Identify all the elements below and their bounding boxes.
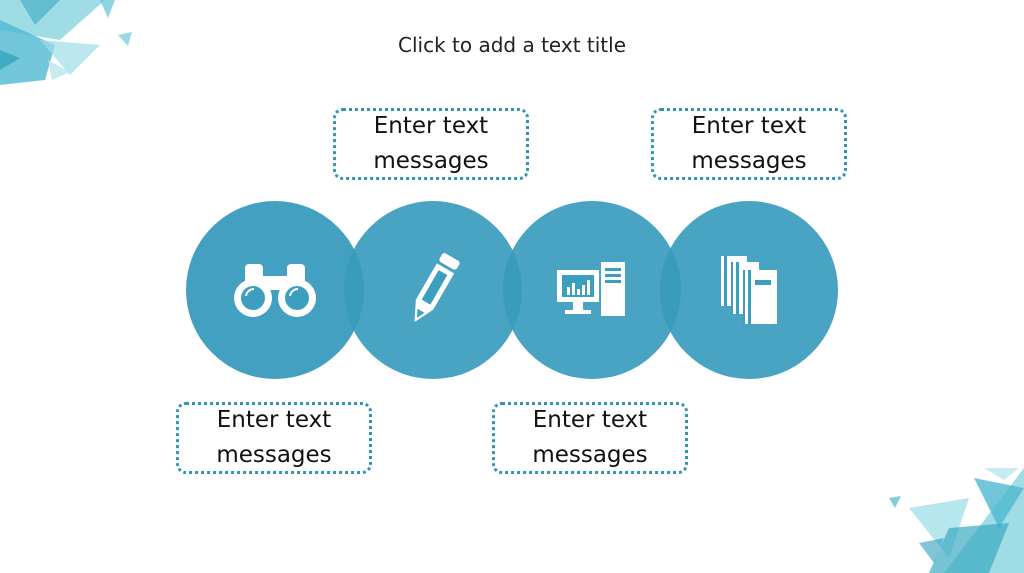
text-box-top-left[interactable]: Enter text messages — [333, 108, 529, 180]
text-box-bottom-right[interactable]: Enter text messages — [492, 402, 688, 474]
text-box-label: Enter text messages — [216, 407, 332, 468]
text-box-bottom-left[interactable]: Enter text messages — [176, 402, 372, 474]
decor-polygons-top-left — [0, 0, 132, 85]
circle-pencil — [344, 201, 522, 379]
pencil-icon — [414, 253, 460, 323]
slide-title[interactable]: Click to add a text title — [398, 33, 626, 57]
text-box-label: Enter text messages — [691, 113, 807, 174]
text-box-label: Enter text messages — [532, 407, 648, 468]
circle-books — [660, 201, 838, 379]
binoculars-icon — [234, 264, 316, 317]
text-box-top-right[interactable]: Enter text messages — [651, 108, 847, 180]
circle-binoculars — [186, 201, 364, 379]
text-box-label: Enter text messages — [373, 113, 489, 174]
circle-computer — [503, 201, 681, 379]
computer-icon — [557, 262, 625, 316]
books-icon — [721, 256, 777, 324]
decor-polygons-bottom-right — [889, 468, 1024, 573]
